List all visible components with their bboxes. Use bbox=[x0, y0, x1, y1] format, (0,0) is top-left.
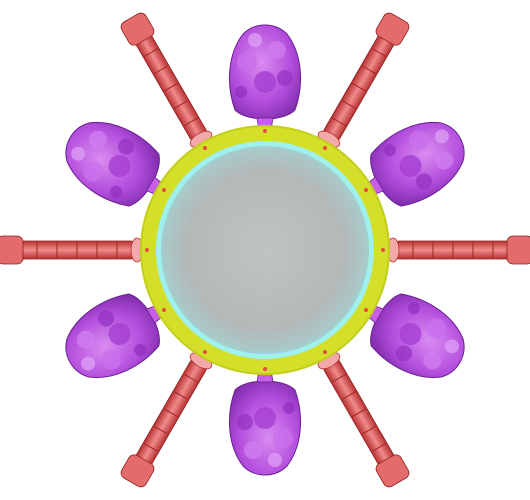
viral-core bbox=[161, 146, 369, 354]
rod-protein-upper-right bbox=[313, 10, 412, 152]
spike-protein-bottom bbox=[228, 369, 302, 476]
rod-protein-lower-left bbox=[118, 348, 217, 490]
rod-protein-upper-left bbox=[118, 10, 217, 152]
rod-protein-lower-right bbox=[313, 348, 412, 490]
spike-protein-top bbox=[228, 24, 302, 131]
rod-protein-left bbox=[0, 235, 144, 265]
rod-protein-right bbox=[386, 235, 530, 265]
membrane-specks bbox=[145, 129, 385, 371]
